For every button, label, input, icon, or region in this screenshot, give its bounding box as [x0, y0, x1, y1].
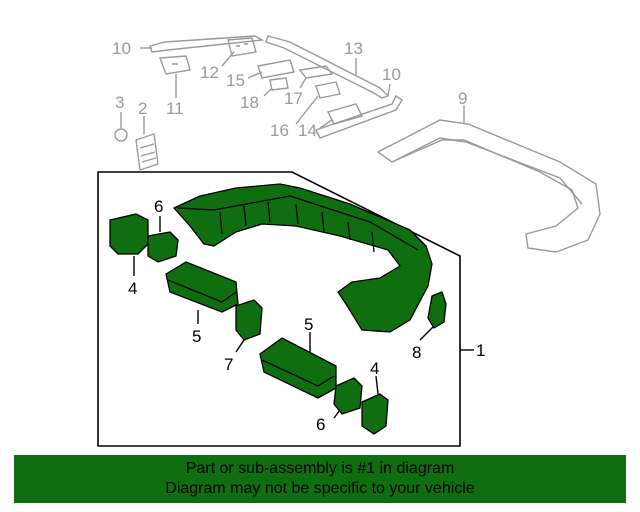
- callout-15: 15: [226, 71, 245, 90]
- callout-3: 3: [115, 93, 124, 112]
- callout-18: 18: [240, 93, 259, 112]
- clip-part-15: [257, 59, 295, 79]
- absorber-5-left-edge: [167, 279, 237, 303]
- banner-line-1: Part or sub-assembly is #1 in diagram: [185, 460, 455, 477]
- bracket-part-4-left: [109, 213, 149, 255]
- callout-13: 13: [344, 39, 363, 58]
- bumper-top-ridge: [177, 195, 419, 251]
- callout-5-right: 5: [304, 315, 313, 334]
- assembly-box: [97, 171, 461, 447]
- banner-line-2: Diagram may not be specific to your vehi…: [165, 480, 475, 497]
- info-banner: Part or sub-assembly is #1 in diagram Di…: [14, 455, 626, 503]
- callout-4-left: 4: [128, 279, 137, 298]
- bracket-part-6-right: [333, 377, 363, 415]
- bracket-part-12: [227, 37, 257, 57]
- bumper-cover-part-9-inner: [391, 137, 583, 205]
- absorber-5-right-edge: [261, 359, 335, 387]
- clip-part-16: [315, 81, 341, 99]
- callout-8: 8: [412, 343, 421, 362]
- green-parts: [109, 183, 447, 435]
- faded-leaders: [120, 47, 465, 134]
- clip-part-18: [269, 77, 289, 91]
- parts-diagram: 10 11 12 15 18 17 16 14 13 10 3 2 9 6 4 …: [97, 35, 601, 447]
- bumper-cover-part-9: [376, 119, 601, 253]
- callout-11: 11: [166, 99, 184, 118]
- callout-9: 9: [458, 89, 467, 108]
- faded-parts: [114, 35, 601, 253]
- callout-17: 17: [284, 89, 303, 108]
- callout-7: 7: [224, 355, 233, 374]
- callout-10-left: 10: [112, 39, 131, 58]
- absorber-part-5-left: [165, 261, 239, 313]
- bracket-part-8: [427, 291, 447, 329]
- bracket-part-14: [326, 103, 364, 125]
- rail-part-10-left: [149, 35, 265, 53]
- callouts-dark: 6 4 5 7 5 4 6 8 1: [128, 197, 485, 434]
- dark-leaders: [133, 216, 435, 419]
- bracket-part-11: [159, 55, 191, 75]
- callout-4-right: 4: [370, 359, 379, 378]
- rail-part-13: [265, 35, 390, 99]
- callout-12: 12: [200, 63, 219, 82]
- callout-2: 2: [138, 99, 147, 118]
- bracket-part-6-left: [147, 231, 179, 263]
- bumper-inner-ribs: [219, 201, 375, 253]
- absorber-part-5-right: [259, 337, 337, 399]
- strip-part-17: [298, 65, 334, 79]
- bracket-part-4-right: [361, 393, 389, 435]
- callout-1: 1: [476, 341, 485, 360]
- callout-16: 16: [270, 121, 289, 140]
- rail-part-10-right: [315, 94, 403, 139]
- callout-5-left: 5: [192, 327, 201, 346]
- bracket-part-7: [235, 299, 263, 341]
- callout-14: 14: [298, 121, 317, 140]
- callout-6-left: 6: [154, 197, 163, 216]
- grille-part-2: [135, 133, 159, 171]
- callout-10-right: 10: [382, 65, 401, 84]
- bumper-main: [173, 183, 433, 333]
- clip-part-3: [114, 128, 128, 142]
- callout-6-right: 6: [316, 415, 325, 434]
- callouts-faded: 10 11 12 15 18 17 16 14 13 10 3 2 9: [112, 39, 467, 140]
